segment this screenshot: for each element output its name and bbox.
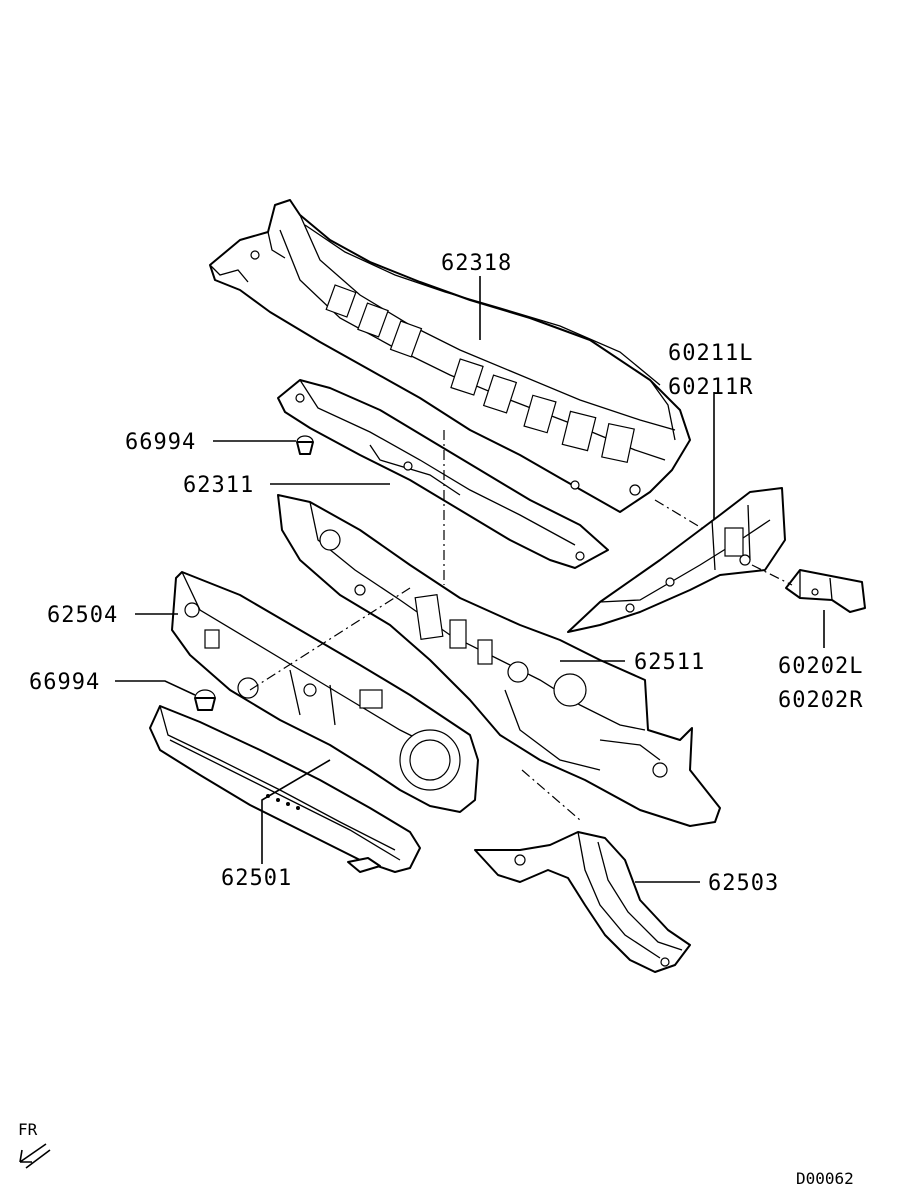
label-clip-upper: 66994 (125, 430, 196, 455)
clip-lower[interactable] (194, 689, 216, 711)
label-front: FR (18, 1120, 38, 1139)
label-floor-tunnel-front: 62503 (708, 871, 779, 896)
label-dash-cross-member: 62501 (221, 866, 292, 891)
label-dash-insulator: 62504 (47, 603, 118, 628)
label-bracket-right: 60202R (778, 688, 863, 713)
label-dash-panel: 62511 (634, 650, 705, 675)
leader-lines (115, 276, 825, 883)
label-front-pillar-lower-left: 60211L (668, 341, 753, 366)
front-pillar-lower[interactable] (567, 487, 786, 633)
label-bracket-left: 60202L (778, 654, 863, 679)
floor-tunnel-front[interactable] (474, 831, 691, 973)
clip-upper[interactable] (296, 435, 314, 455)
alignment-lines (249, 430, 793, 821)
label-cowl-top-inner: 62311 (183, 473, 254, 498)
front-direction-indicator: FR (18, 1120, 51, 1169)
diagram-id: D00062 (796, 1169, 854, 1187)
dash-panel[interactable] (277, 494, 721, 827)
label-front-pillar-lower-right: 60211R (668, 375, 753, 400)
dash-insulator[interactable] (171, 571, 479, 813)
cowl-top-panel[interactable] (209, 199, 691, 513)
bracket[interactable] (785, 569, 866, 613)
dash-cross-member[interactable] (149, 705, 421, 873)
cowl-top-inner[interactable] (277, 379, 609, 569)
front-arrow-icon (19, 1143, 51, 1169)
label-cowl-top-panel: 62318 (441, 251, 512, 276)
label-clip-lower: 66994 (29, 670, 100, 695)
